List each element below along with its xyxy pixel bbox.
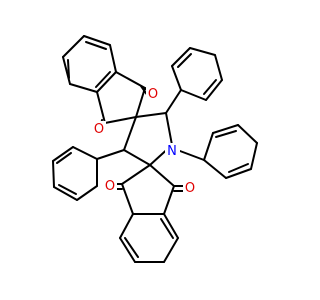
atom-labels: O O N O O bbox=[92, 86, 197, 196]
lower-benzene-ring bbox=[119, 213, 179, 263]
n-phenyl bbox=[179, 124, 258, 179]
oxygen-label: O bbox=[185, 181, 195, 196]
bonds bbox=[52, 35, 258, 263]
nitrogen-label: N bbox=[167, 144, 177, 159]
oxygen-label: O bbox=[148, 87, 158, 102]
upper-right-phenyl bbox=[165, 47, 223, 114]
left-phenyl bbox=[52, 146, 125, 201]
pyrrolidine-ring bbox=[123, 112, 173, 166]
lower-dione-ring bbox=[121, 164, 175, 215]
upper-dione-ring bbox=[96, 71, 146, 124]
oxygen-label: O bbox=[94, 122, 104, 137]
molecule-structure: O O N O O bbox=[52, 35, 258, 263]
upper-benzene-ring bbox=[62, 35, 117, 93]
oxygen-label: O bbox=[105, 179, 115, 194]
